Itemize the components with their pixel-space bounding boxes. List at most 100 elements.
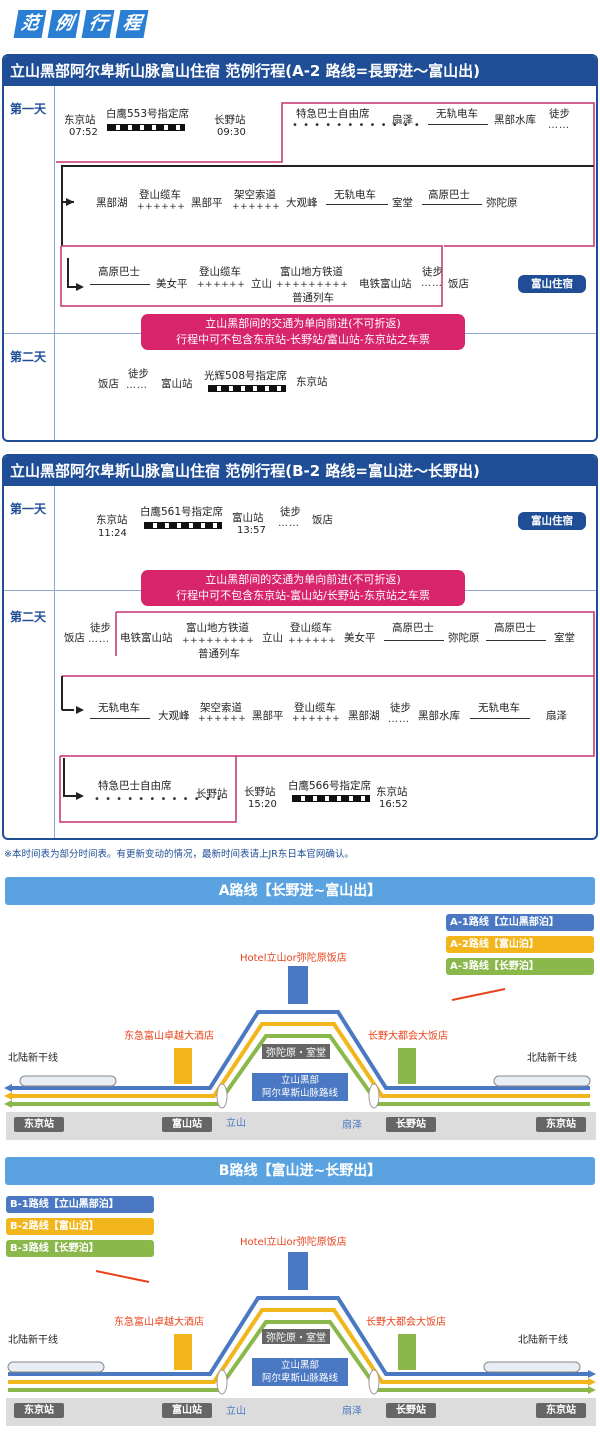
walk-dots: • • • • • • • • • • • • [94,794,223,805]
stay-badge: 富山住宿 [518,512,586,530]
highbus-label: 高原巴士 [98,266,140,278]
station-kurobedam: 黑部水库 [494,114,536,126]
trolley-label: 无轨电车 [334,189,376,201]
ropeway-label: 架空索道 [200,702,242,714]
notice-line1: 立山黑部间的交通为单向前进(不可折返) [205,317,401,330]
bus-label: 特急巴士自由席 [296,108,370,120]
walk-label: 徒步 [90,622,111,634]
route-line [90,718,150,719]
station-badge: 长野站 [386,1117,436,1132]
time: 13:57 [237,525,266,536]
shinkansen-left: 北陆新干线 [8,1335,58,1346]
station-nagano: 长野站 [244,786,276,798]
time: 09:30 [217,127,246,138]
bus-label: 特急巴士自由席 [98,780,172,792]
train-label: 白鹰553号指定席 [106,108,190,120]
trolley-label: 无轨电车 [478,702,520,714]
highbus-label: 高原巴士 [392,622,434,634]
cable-label: 登山缆车 [199,266,241,278]
hotel-top: Hotel立山or弥陀原饭店 [240,1237,347,1248]
murodo-label: 弥陀原・室堂 [262,1044,330,1059]
station-tateyama: 立山 [262,632,283,644]
station-bijodaira: 美女平 [344,632,376,644]
shinkansen-right: 北陆新干线 [527,1053,577,1064]
hotel-label: 饭店 [98,378,119,390]
hotel-top: Hotel立山or弥陀原饭店 [240,953,347,964]
legend-b1: B-1路线【立山黑部泊】 [6,1196,154,1213]
station-murodo: 室堂 [392,197,413,209]
time: 16:52 [379,799,408,810]
legend-a1: A-1路线【立山黑部泊】 [446,914,594,931]
route-line [422,204,482,205]
ropeway-line: ++++++ [232,202,281,212]
walk-dots: …… [88,634,110,645]
hotel-right: 长野大都会大饭店 [366,1317,446,1328]
murodo-label: 弥陀原・室堂 [262,1329,330,1344]
time: 07:52 [69,127,98,138]
legend-a3: A-3路线【长野泊】 [446,958,594,975]
route-line [384,640,444,641]
train-rail [292,795,370,802]
station-daikanbo: 大观峰 [158,710,190,722]
railway-sub: 普通列车 [292,292,334,304]
day1-label: 第一天 [10,502,47,516]
plan-a-panel: 立山黑部阿尔卑斯山脉富山住宿 范例行程(A-2 路线=長野进～富山出) 第一天 … [2,54,598,442]
station-dentetsu: 电铁富山站 [359,278,412,290]
train-label: 白鹰561号指定席 [140,506,224,518]
timetable-note: ※本时间表为部分时间表。有更新变动的情况，最新时间表请上JR东日本官网确认。 [4,849,354,860]
ogizawa-label: 扇泽 [342,1120,362,1131]
train-rail [208,385,286,392]
route-line [486,640,546,641]
time: 15:20 [248,799,277,810]
station-toyama: 富山站 [161,378,193,390]
shinkansen-left: 北陆新干线 [8,1053,58,1064]
hotel-left: 东急富山卓越大酒店 [114,1317,204,1328]
station-badge: 东京站 [14,1403,64,1418]
walk-label: 徒步 [128,368,149,380]
route-path [59,611,595,823]
railway-label: 富山地方铁道 [280,266,343,278]
station-badge: 东京站 [14,1117,64,1132]
station-daikanbo: 大观峰 [286,197,318,209]
walk-label: 徒步 [280,506,301,518]
walk-label: 徒步 [422,266,443,278]
railway-line: +++++++++ [276,280,349,290]
plan-a-title: 立山黑部阿尔卑斯山脉富山住宿 范例行程(A-2 路线=長野进～富山出) [4,56,596,86]
hotel-label: 饭店 [312,514,333,526]
map-a-title: A路线【长野进~富山出】 [5,877,595,905]
hotel-left: 东急富山卓越大酒店 [124,1031,214,1042]
ropeway-label: 架空索道 [234,189,276,201]
station-murodo: 室堂 [554,632,575,644]
train-rail [144,522,222,529]
day1-label: 第一天 [10,102,47,116]
stay-badge: 富山住宿 [518,275,586,293]
walk-dots: …… [548,120,570,131]
station-tateyama: 立山 [251,278,272,290]
train-rail [107,124,185,131]
center-line2: 阿尔卑斯山脉路线 [261,1088,338,1099]
notice-line1: 立山黑部间的交通为单向前进(不可折返) [205,573,401,586]
station-badge: 东京站 [536,1117,586,1132]
station-toyama: 富山站 [232,512,264,524]
cable-label: 登山缆车 [294,702,336,714]
station-midagahara: 弥陀原 [486,197,518,209]
notice-box: 立山黑部间的交通为单向前进(不可折返) 行程中可不包含东京站-富山站/长野站-东… [141,570,465,606]
station-badge: 东京站 [536,1403,586,1418]
station-badge: 富山站 [162,1117,212,1132]
legend-a2: A-2路线【富山泊】 [446,936,594,953]
highbus-label: 高原巴士 [494,622,536,634]
walk-label: 徒步 [390,702,411,714]
railway-sub: 普通列车 [198,648,240,660]
center-line2: 阿尔卑斯山脉路线 [261,1373,338,1384]
route-line [326,204,388,205]
walk-dots: • • • • • • • • • • • • [292,120,421,131]
cable-label: 登山缆车 [290,622,332,634]
walk-dots: …… [421,278,443,289]
hotel-right: 长野大都会大饭店 [368,1031,448,1042]
station-tokyo: 东京站 [296,376,328,388]
center-label: 立山黑部 阿尔卑斯山脉路线 [252,1073,348,1101]
plan-b-panel: 立山黑部阿尔卑斯山脉富山住宿 范例行程(B-2 路线=富山进～长野出) 第一天 … [2,454,598,840]
station-bijodaira: 美女平 [156,278,188,290]
